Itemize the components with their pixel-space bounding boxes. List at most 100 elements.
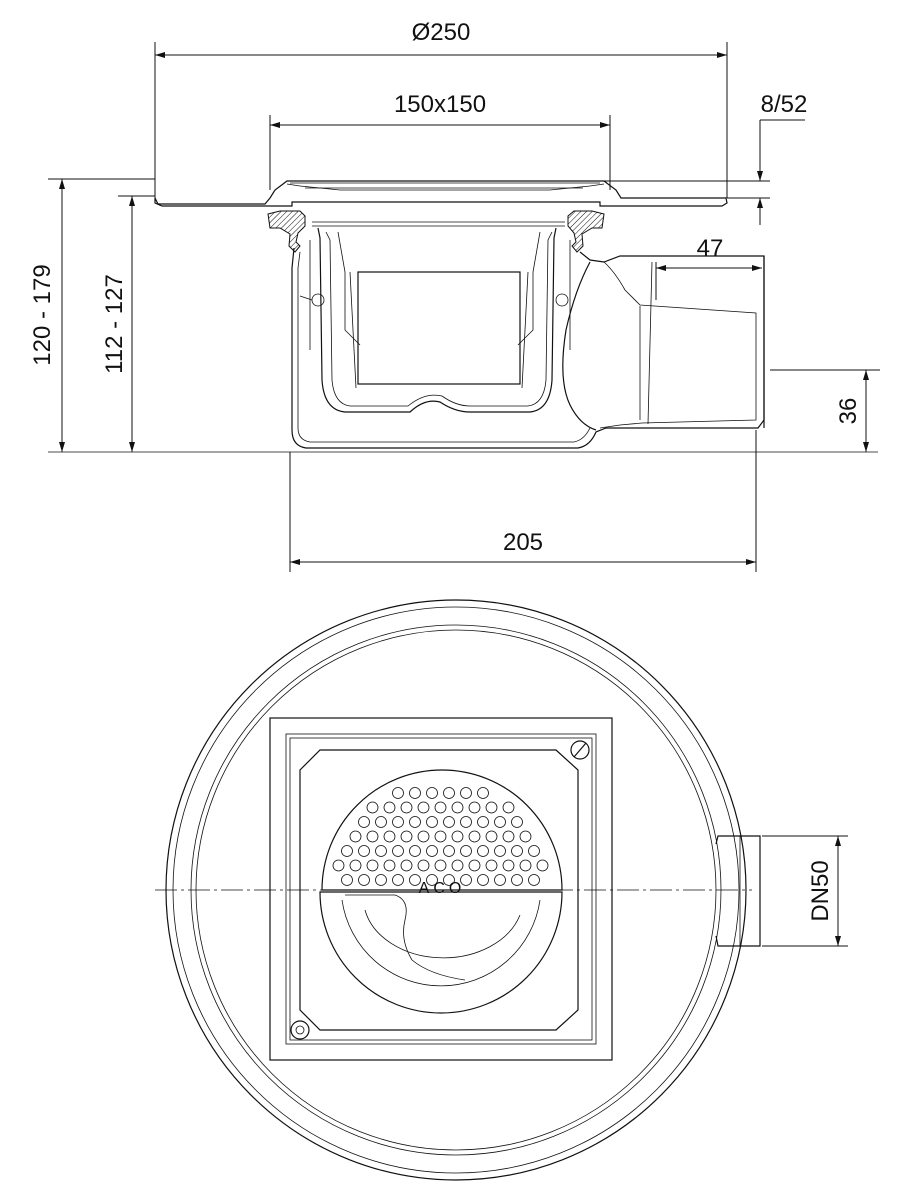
- section-view: [48, 180, 878, 453]
- dimensions-section: Ø250 150x150 8/52 120 - 179 112 - 127 47…: [29, 19, 880, 572]
- strainer-hole: [502, 830, 515, 843]
- strainer-hole: [375, 816, 387, 828]
- strainer-hole: [341, 845, 353, 857]
- strainer-hole: [460, 874, 472, 886]
- strainer-hole: [460, 787, 472, 799]
- strainer-hole: [443, 816, 455, 828]
- strainer-hole: [400, 859, 413, 872]
- strainer-hole: [485, 859, 498, 872]
- screw-icon: [290, 1020, 310, 1040]
- strainer-hole: [332, 859, 345, 872]
- strainer-hole: [468, 801, 481, 814]
- strainer-hole: [477, 787, 489, 799]
- strainer-hole: [528, 874, 540, 886]
- strainer-hole: [375, 874, 387, 886]
- strainer-hole: [409, 845, 421, 857]
- dim-outlet-length: 47: [697, 235, 724, 262]
- strainer-hole: [460, 845, 472, 857]
- strainer-hole: [528, 845, 540, 857]
- bell-trap: [319, 891, 563, 1014]
- strainer-hole: [392, 816, 404, 828]
- grate-frame: [269, 717, 613, 1061]
- strainer-hole: [451, 830, 464, 843]
- strainer-hole: [519, 830, 532, 843]
- dim-outlet-height: 36: [835, 398, 862, 425]
- dim-body-height: 112 - 127: [101, 274, 128, 374]
- strainer-hole: [375, 845, 387, 857]
- strainer-hole: [494, 845, 506, 857]
- strainer-hole: [519, 859, 532, 872]
- strainer-hole: [392, 845, 404, 857]
- strainer-hole: [511, 845, 523, 857]
- flange: [154, 180, 728, 207]
- strainer-hole: [494, 816, 506, 828]
- strainer-hole: [383, 859, 396, 872]
- strainer-hole: [477, 816, 489, 828]
- strainer-hole: [358, 874, 370, 886]
- strainer-hole: [468, 859, 481, 872]
- strainer-hole: [434, 859, 447, 872]
- strainer-hole: [383, 801, 396, 814]
- dim-outlet-size: DN50: [807, 860, 834, 921]
- strainer-hole: [477, 845, 489, 857]
- strainer-hole: [426, 845, 438, 857]
- strainer-hole: [536, 859, 549, 872]
- right-gasket: [567, 210, 605, 253]
- strainer: [321, 769, 563, 891]
- strainer-hole: [451, 859, 464, 872]
- strainer-hole: [468, 830, 481, 843]
- strainer-hole: [383, 830, 396, 843]
- strainer-hole: [400, 830, 413, 843]
- strainer-holes: [332, 787, 549, 886]
- strainer-hole: [460, 816, 472, 828]
- strainer-hole: [443, 787, 455, 799]
- strainer-hole: [477, 874, 489, 886]
- strainer-hole: [366, 859, 379, 872]
- outlet-pipe: [562, 261, 597, 431]
- outlet-stub: [715, 835, 761, 947]
- strainer-hole: [434, 801, 447, 814]
- grate: [299, 749, 579, 1031]
- screw-icon: [570, 740, 590, 760]
- strainer-hole: [511, 874, 523, 886]
- strainer-hole: [426, 787, 438, 799]
- strainer-hole: [451, 801, 464, 814]
- plan-view: ACO: [155, 599, 761, 1181]
- strainer-hole: [349, 830, 362, 843]
- dim-outer-diameter: Ø250: [412, 19, 471, 46]
- strainer-hole: [341, 874, 353, 886]
- strainer-hole: [366, 801, 379, 814]
- strainer-hole: [349, 859, 362, 872]
- strainer-hole: [426, 874, 438, 886]
- inner-insert: [357, 271, 521, 385]
- strainer-hole: [494, 874, 506, 886]
- drain-body: [291, 247, 765, 449]
- strainer-hole: [502, 859, 515, 872]
- grate-marking: ACO: [419, 880, 466, 897]
- left-gasket: [267, 210, 306, 253]
- dim-overall-height: 120 - 179: [29, 264, 56, 365]
- strainer-hole: [392, 874, 404, 886]
- strainer-hole: [485, 801, 498, 814]
- strainer-hole: [400, 801, 413, 814]
- strainer-hole: [417, 801, 430, 814]
- strainer-hole: [511, 816, 523, 828]
- strainer-hole: [366, 830, 379, 843]
- dim-height-top: 8/52: [761, 91, 808, 118]
- strainer-hole: [485, 830, 498, 843]
- dim-grate-size: 150x150: [394, 91, 486, 118]
- odour-trap: [317, 227, 557, 413]
- strainer-hole: [426, 816, 438, 828]
- strainer-hole: [392, 787, 404, 799]
- strainer-hole: [409, 816, 421, 828]
- strainer-hole: [358, 845, 370, 857]
- strainer-hole: [409, 874, 421, 886]
- strainer-hole: [358, 816, 370, 828]
- dimensions-plan: DN50: [762, 835, 848, 947]
- strainer-hole: [434, 830, 447, 843]
- strainer-hole: [443, 874, 455, 886]
- strainer-hole: [409, 787, 421, 799]
- strainer-hole: [417, 859, 430, 872]
- strainer-hole: [443, 845, 455, 857]
